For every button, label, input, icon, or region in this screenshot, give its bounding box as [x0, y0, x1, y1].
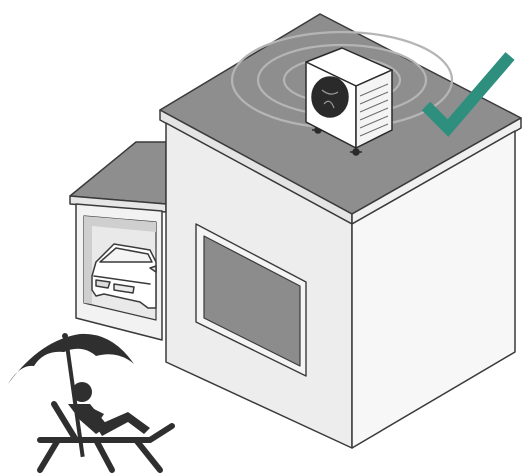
person-relaxing-icon: [68, 382, 150, 436]
lounger-backrest: [51, 401, 79, 443]
heat-pump-icon: [305, 47, 393, 156]
car-windshield: [99, 247, 153, 263]
car-icon: [91, 243, 157, 309]
car-mirror: [149, 265, 157, 273]
person-arm: [86, 406, 104, 420]
heat-pump-fan: [311, 76, 349, 118]
checkmark-icon: [421, 52, 515, 137]
heat-pump-fan-blades: [321, 89, 339, 109]
person-legs: [96, 412, 150, 436]
sun-lounger-icon: [37, 401, 175, 473]
lounger-leg-mid: [93, 437, 115, 473]
lounger-leg-rear: [133, 437, 163, 473]
car-headlight: [95, 279, 111, 289]
lounger-leg-front: [37, 437, 61, 473]
garage-roof: [69, 141, 167, 205]
umbrella-canopy: [8, 333, 134, 384]
lounger-seat: [37, 423, 175, 443]
person-head: [72, 382, 92, 402]
heat-pump-louvres: [359, 83, 389, 137]
house-side-wall: [351, 130, 516, 449]
house-roof-edge-right: [351, 117, 522, 225]
house-icon: [159, 13, 522, 449]
garage-icon: [69, 141, 167, 341]
heat-pump-side: [355, 69, 393, 149]
heat-pump-foot-right-pad: [352, 148, 360, 156]
umbrella-tip: [62, 333, 68, 339]
car-grille: [113, 283, 135, 294]
house-window: [203, 235, 301, 367]
garage-opening-shadow: [84, 216, 156, 304]
car-hood-line: [93, 275, 151, 285]
